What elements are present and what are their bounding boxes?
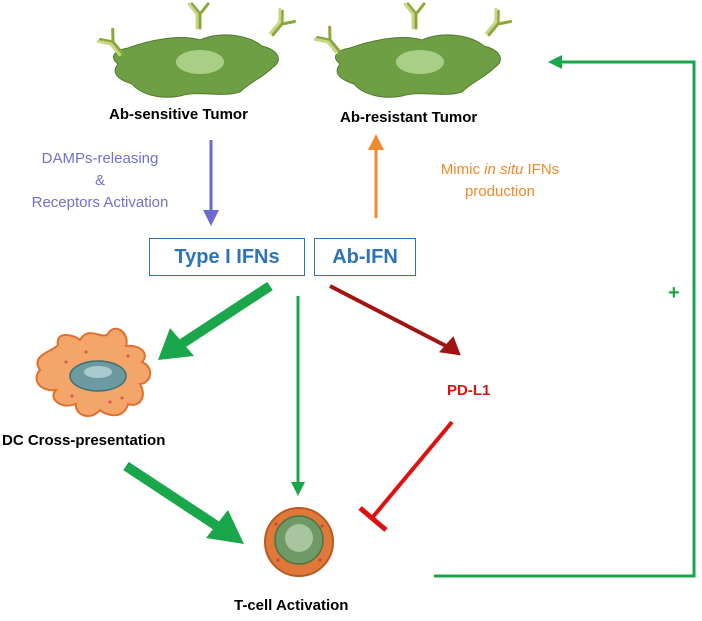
ifn-to-dc-arrow <box>158 281 273 360</box>
antibody-icon <box>96 27 124 57</box>
positive-feedback-label: + <box>668 282 680 304</box>
mimic-arrow <box>368 134 384 218</box>
t-cell <box>264 507 334 577</box>
ab-sensitive-tumor-cell <box>113 34 279 98</box>
antibody-icon <box>187 2 210 30</box>
ifn-to-tcell-arrow <box>291 296 305 496</box>
ab-ifn-box: Ab-IFN <box>314 238 416 276</box>
damps-line-3: Receptors Activation <box>31 194 169 211</box>
tcell-granules <box>274 522 324 562</box>
nucleus-icon <box>396 50 444 74</box>
antibody-icon <box>403 2 426 30</box>
damps-label: DAMPs-releasing & Receptors Activation <box>0 148 200 214</box>
mimic-label: Mimic in situ IFNs production <box>410 159 590 203</box>
antibody-icons <box>96 2 513 57</box>
damps-line-2: & <box>94 172 105 189</box>
feedback-loop-arrow <box>434 55 696 578</box>
type-i-ifns-box: Type I IFNs <box>149 238 305 276</box>
pd-l1-label: PD-L1 <box>447 382 491 399</box>
damps-line-1: DAMPs-releasing <box>41 150 159 167</box>
antibody-icon <box>485 7 513 37</box>
mimic-suffix: IFNs <box>523 161 560 178</box>
ab-resistant-tumor-label: Ab-resistant Tumor <box>340 109 478 126</box>
damps-arrow <box>203 140 219 226</box>
mimic-prefix: Mimic <box>440 161 485 178</box>
antibody-icon <box>313 25 341 55</box>
dc-cross-presentation-label: DC Cross-presentation <box>2 432 166 449</box>
ab-sensitive-tumor-label: Ab-sensitive Tumor <box>109 106 248 123</box>
mimic-line-1: Mimic in situ IFNs <box>410 159 590 181</box>
ab-resistant-tumor-cell <box>335 34 501 98</box>
dendritic-cell <box>35 327 152 418</box>
abifn-to-pdl1-arrow <box>329 284 461 356</box>
nucleus-icon <box>176 50 224 74</box>
pdl1-inhibition <box>358 420 454 532</box>
dc-granules <box>64 350 130 404</box>
mimic-line-2: production <box>464 183 536 200</box>
t-cell-activation-label: T-cell Activation <box>234 597 349 614</box>
antibody-icon <box>269 7 297 37</box>
mimic-italic: in situ <box>484 161 524 178</box>
dc-to-tcell-arrow <box>123 461 244 544</box>
